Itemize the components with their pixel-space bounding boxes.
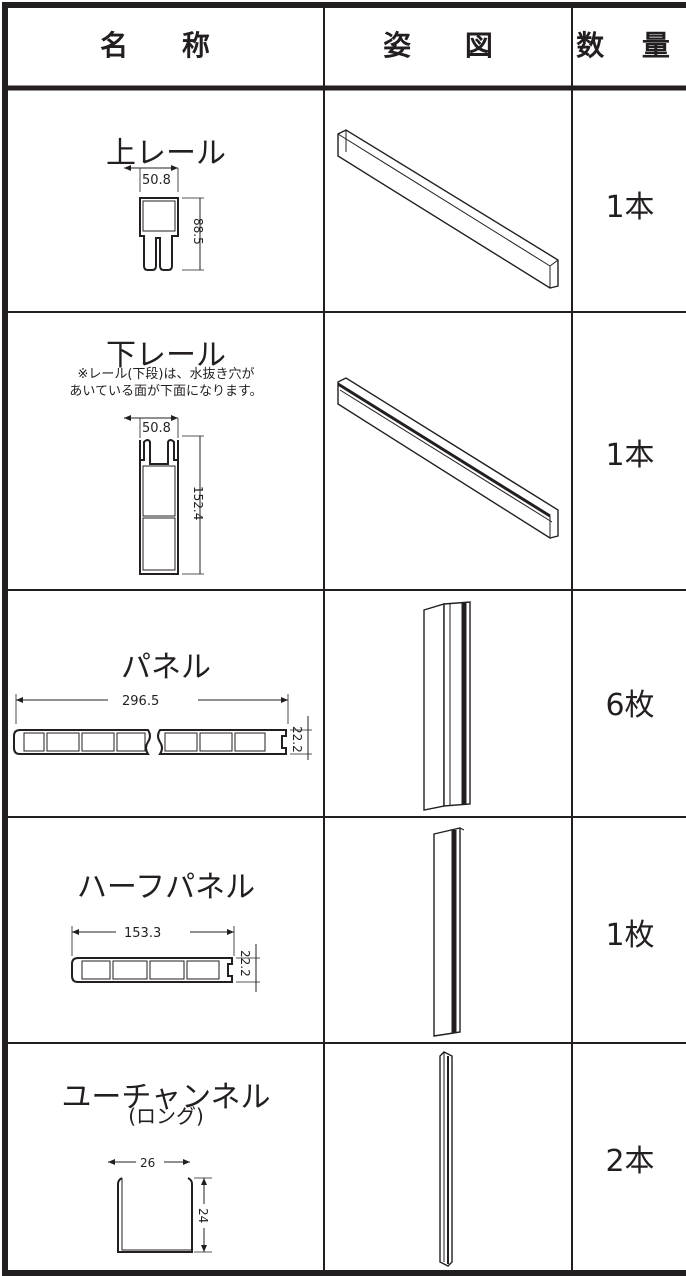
u-channel-section-drawing: 26 24 xyxy=(108,1154,212,1253)
part-name-panel: パネル xyxy=(121,650,211,685)
u-channel-subname: (ロング) xyxy=(128,1104,204,1128)
panel-thickness-dim: 22.2 xyxy=(290,726,304,753)
part-name-half-panel: ハーフパネル xyxy=(76,870,256,905)
part-name-lower-rail: 下レール xyxy=(106,338,226,373)
u-channel-width-dim: 26 xyxy=(140,1156,155,1170)
u-channel-figure xyxy=(439,1051,453,1267)
lower-rail-figure xyxy=(337,377,559,539)
lower-rail-height-dim: 152.4 xyxy=(191,486,205,520)
half-panel-thickness-dim: 22.2 xyxy=(238,950,252,977)
upper-rail-section-drawing: 50.8 88.5 xyxy=(124,165,205,271)
header-name: 名 称 xyxy=(100,29,232,62)
panel-section-drawing: 296.5 22.2 xyxy=(13,692,312,760)
u-channel-height-dim: 24 xyxy=(196,1208,210,1223)
quantity-half-panel: 1枚 xyxy=(605,918,655,953)
quantity-lower-rail: 1本 xyxy=(605,438,655,473)
upper-rail-width-dim: 50.8 xyxy=(142,173,171,188)
upper-rail-figure xyxy=(337,129,559,289)
lower-rail-note-line2: あいている面が下面になります。 xyxy=(69,384,263,399)
quantity-panel: 6枚 xyxy=(605,688,655,723)
quantity-u-channel: 2本 xyxy=(605,1144,655,1179)
half-panel-section-drawing: 153.3 22.2 xyxy=(71,924,260,992)
upper-rail-height-dim: 88.5 xyxy=(191,218,205,245)
header-figure: 姿 図 xyxy=(383,29,515,62)
half-panel-width-dim: 153.3 xyxy=(124,926,161,941)
lower-rail-section-drawing: 50.8 152.4 xyxy=(124,415,205,575)
lower-rail-note-line1: ※レール(下段)は、水抜き穴が xyxy=(77,367,255,382)
panel-figure xyxy=(423,601,471,811)
header-quantity: 数 量 xyxy=(576,29,684,62)
part-name-upper-rail: 上レール xyxy=(106,136,226,171)
lower-rail-width-dim: 50.8 xyxy=(142,421,171,436)
part-name-u-channel: ユーチャンネル xyxy=(61,1080,271,1115)
panel-width-dim: 296.5 xyxy=(122,694,159,709)
quantity-upper-rail: 1本 xyxy=(605,190,655,225)
half-panel-figure xyxy=(433,827,465,1037)
